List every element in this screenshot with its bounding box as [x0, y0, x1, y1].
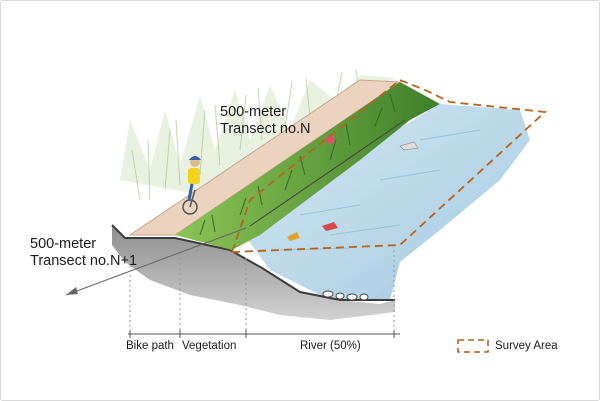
litter-items — [287, 134, 419, 241]
zone-label-bike-path: Bike path — [126, 340, 174, 352]
river-water — [248, 104, 530, 300]
legend-survey-swatch — [457, 339, 489, 353]
bank-soil — [112, 225, 395, 320]
transect-n-line1: 500-meter — [220, 104, 287, 120]
vegetation-strip — [175, 82, 440, 250]
legend-survey-area-label: Survey Area — [495, 340, 558, 352]
zone-label-vegetation: Vegetation — [182, 340, 237, 352]
survey-area-outline — [230, 78, 548, 253]
baseline-ticks — [129, 330, 395, 338]
cyclist — [182, 156, 201, 215]
zone-label-river: River (50%) — [300, 340, 361, 352]
rocks — [322, 290, 369, 301]
transect-n1-line1: 500-meter — [30, 236, 97, 252]
transect-n-line2: Transect no.N — [220, 121, 311, 137]
transect-n-label: 500-meter Transect no.N — [220, 104, 311, 138]
zone-guides — [129, 240, 395, 335]
transect-n-line — [249, 119, 406, 227]
transect-n1-line2: Transect no.N+1 — [30, 253, 138, 269]
vegetation-texture — [199, 93, 396, 236]
transect-n1-arrowhead — [66, 287, 78, 295]
transect-n1-label: 500-meter Transect no.N+1 — [30, 236, 137, 270]
transect-n1-arrow-line — [65, 227, 247, 296]
